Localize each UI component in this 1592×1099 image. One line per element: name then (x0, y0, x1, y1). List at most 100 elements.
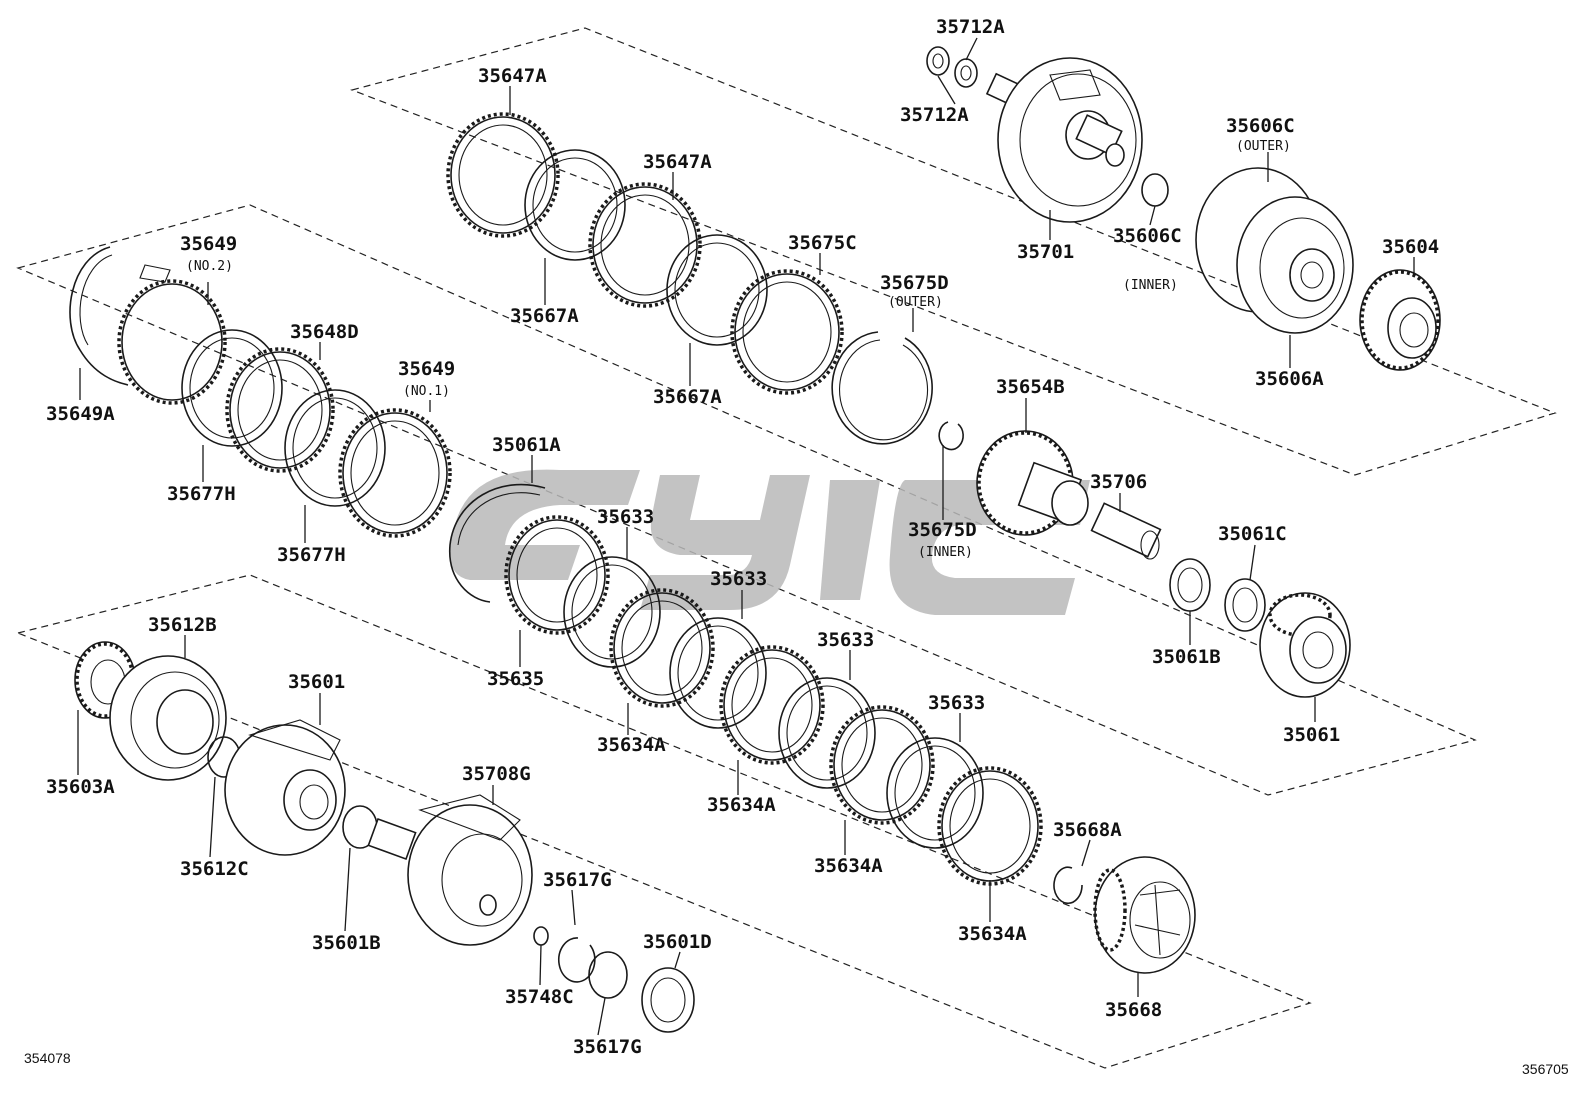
part-35617g-snap-ring-2 (588, 951, 628, 999)
part-35601-clutch-drum (224, 719, 346, 856)
part-35061a-snap-ring (449, 483, 546, 603)
label-35675c: 35675C (788, 232, 857, 254)
label-35606a: 35606A (1255, 368, 1324, 390)
label-35061: 35061 (1283, 724, 1340, 746)
label-35061c: 35061C (1218, 523, 1287, 545)
part-35712a-washer-2 (954, 58, 978, 88)
label-35601: 35601 (288, 671, 345, 693)
part-35748c-ring (533, 926, 549, 946)
label-35701: 35701 (1017, 241, 1074, 263)
label-35634a-1: 35634A (597, 734, 666, 756)
label-35634a-4: 35634A (958, 923, 1027, 945)
part-35635-disc (504, 515, 610, 635)
label-35712a-bottom: 35712A (900, 104, 969, 126)
part-35654b-sun-gear (976, 430, 1089, 536)
label-35634a-3: 35634A (814, 855, 883, 877)
part-35668a-snap-ring (1053, 866, 1083, 905)
label-35617g-1: 35617G (543, 869, 612, 891)
label-35634a-2: 35634A (707, 794, 776, 816)
label-35708g: 35708G (462, 763, 531, 785)
part-35634a-disc-4 (937, 766, 1043, 886)
sublabel-outer-1: (OUTER) (1236, 139, 1291, 154)
part-35706-shaft (1090, 502, 1162, 560)
part-35675d-outer-snap-ring (831, 331, 933, 445)
part-35667a-plate-1 (524, 149, 626, 261)
part-35634a-disc-2 (719, 645, 825, 765)
part-35612b-piston (109, 655, 227, 781)
label-35712a-top: 35712A (936, 16, 1005, 38)
label-35675d-inner: 35675D (908, 519, 977, 541)
label-35668: 35668 (1105, 999, 1162, 1021)
label-35675d-outer: 35675D (880, 272, 949, 294)
part-35675c-disc (730, 269, 844, 395)
label-35603a: 35603A (46, 776, 115, 798)
leader-lines (77, 37, 1415, 1036)
label-35635: 35635 (487, 668, 544, 690)
label-35612c: 35612C (180, 858, 249, 880)
part-35708g-carrier (367, 794, 533, 946)
label-35667a-1: 35667A (510, 305, 579, 327)
label-35612b: 35612B (148, 614, 217, 636)
label-35677h-1: 35677H (167, 483, 236, 505)
label-35648d: 35648D (290, 321, 359, 343)
part-35675d-inner-snap-ring (938, 421, 964, 451)
label-35633-2: 35633 (710, 568, 767, 590)
part-35633-plate-2 (669, 617, 767, 729)
label-35617g-2: 35617G (573, 1036, 642, 1058)
label-35647a-1: 35647A (478, 65, 547, 87)
part-35668-hub (1093, 856, 1196, 974)
label-35633-1: 35633 (597, 506, 654, 528)
part-35606c-inner-oring (1141, 173, 1169, 207)
part-35633-plate-4 (886, 737, 984, 849)
label-35604: 35604 (1382, 236, 1439, 258)
part-35701-clutch-drum (985, 57, 1143, 223)
part-labels: 35712A 35712A 35647A 35647A 35606C (OUTE… (24, 16, 1569, 1077)
part-35649-no1-disc (338, 408, 452, 538)
label-35668a: 35668A (1053, 819, 1122, 841)
sublabel-no2: (NO.2) (186, 259, 233, 274)
part-35617g-snap-ring-1 (558, 937, 596, 983)
group-box-top (350, 27, 1557, 476)
label-35606c-inner: 35606C (1113, 225, 1182, 247)
sublabel-no1: (NO.1) (403, 384, 450, 399)
part-35601d-washer (641, 967, 695, 1033)
label-35061b: 35061B (1152, 646, 1221, 668)
part-35647a-disc-2 (588, 182, 702, 308)
part-35061b-washer (1169, 558, 1211, 612)
label-35633-4: 35633 (928, 692, 985, 714)
part-35647a-disc-1 (446, 112, 560, 238)
label-35748c: 35748C (505, 986, 574, 1008)
part-35061c-bearing (1224, 578, 1266, 632)
label-35649-no1: 35649 (398, 358, 455, 380)
label-35647a-2: 35647A (643, 151, 712, 173)
diagram-code-right: 356705 (1522, 1061, 1569, 1077)
label-35601d: 35601D (643, 931, 712, 953)
sublabel-inner-1: (INNER) (1123, 278, 1178, 293)
group-box-bottom (16, 574, 1312, 1069)
sublabel-inner-2: (INNER) (918, 545, 973, 560)
part-35604-hub (1359, 269, 1441, 371)
label-35667a-2: 35667A (653, 386, 722, 408)
label-35601b: 35601B (312, 932, 381, 954)
diagram-code-left: 354078 (24, 1050, 71, 1066)
part-35649-no2-disc (117, 264, 227, 405)
part-35634a-disc-1 (609, 588, 715, 708)
part-35634a-disc-3 (829, 705, 935, 825)
part-35649a-snap-ring (69, 246, 129, 386)
label-35633-3: 35633 (817, 629, 874, 651)
part-35677h-plate-2 (284, 389, 386, 507)
part-35648d-disc (225, 347, 335, 473)
sublabel-outer-2: (OUTER) (888, 295, 943, 310)
part-35061-hub (1259, 592, 1351, 698)
part-35667a-plate-2 (666, 234, 768, 346)
label-35654b: 35654B (996, 376, 1065, 398)
part-35633-plate-3 (778, 677, 876, 789)
label-35706: 35706 (1090, 471, 1147, 493)
label-35649-no2: 35649 (180, 233, 237, 255)
label-35606c-outer: 35606C (1226, 115, 1295, 137)
part-35606a-piston (1195, 167, 1354, 334)
label-35061a: 35061A (492, 434, 561, 456)
label-35677h-2: 35677H (277, 544, 346, 566)
